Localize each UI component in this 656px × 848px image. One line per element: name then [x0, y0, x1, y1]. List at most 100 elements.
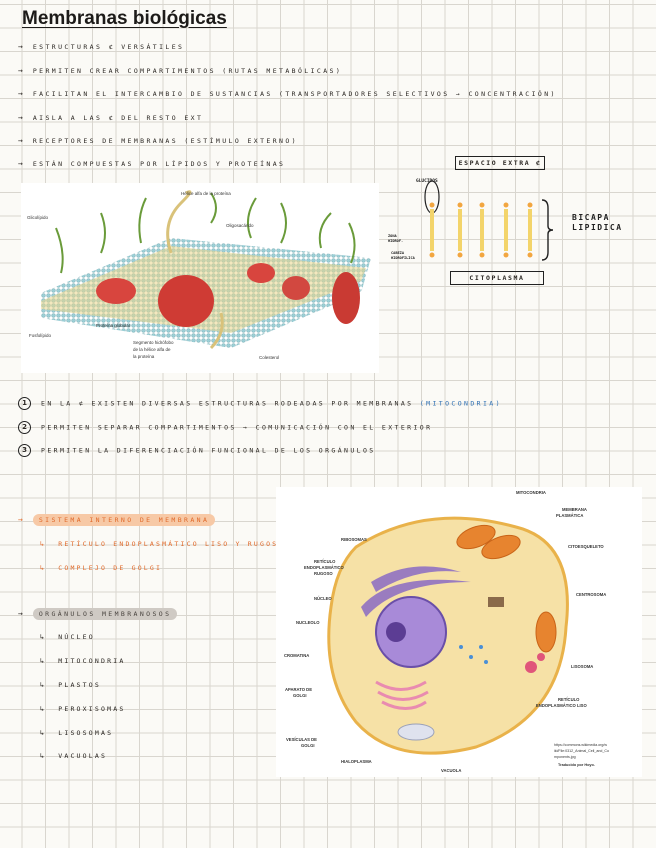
label-oligosaccharide: Oligosacárido: [226, 223, 254, 228]
membrane-illustration: Hélice alfa de la proteína Oligosacárido…: [21, 183, 379, 373]
section-heading-text: orgánulos membranosos: [32, 608, 178, 620]
membrane-drawing: [41, 190, 371, 350]
sketch-bottom-box: CITOPLASMA: [450, 271, 544, 285]
cell-label-nucleolus: NUCLEOLO: [296, 620, 320, 625]
cell-drawing: [327, 516, 569, 755]
cell-illustration: MITOCONDRIA MEMBRANA PLASMÁTICA RIBOSOMA…: [276, 487, 642, 777]
numbered-text: en la ⊄ existen diversas estructuras rod…: [41, 399, 414, 408]
section2-item: ↳ plastos: [40, 681, 101, 689]
cell-label-mitochondria: MITOCONDRIA: [516, 490, 546, 495]
cell-label-vesicles-2: GOLGI: [301, 743, 315, 748]
numbered-text: permiten separar compartimentos → comuni…: [41, 423, 433, 432]
credit-line-3: mponents.jpg: [554, 755, 576, 759]
bilayer-sketch: [424, 180, 554, 261]
cell-label-vacuole: VACUOLA: [441, 768, 462, 773]
sketch-left-3: CABEZA: [391, 251, 404, 255]
numbered-text: permiten la diferenciación funcional de …: [41, 446, 376, 455]
numbered-item: 3 permiten la diferenciación funcional de…: [18, 444, 376, 457]
section2-item: ↳ mitocondria: [40, 657, 125, 665]
branch-icon: ↳: [40, 633, 45, 641]
sketch-left-1: ZONA: [388, 234, 397, 238]
cell-label-lysosome: LISOSOMA: [571, 664, 594, 669]
bullet-text: permiten crear compartimentos (rutas met…: [32, 67, 343, 75]
cell-label-chromatin: CROMATINA: [284, 653, 310, 658]
cell-label-rer-3: RUGOSO: [314, 571, 333, 576]
number-circle: 2: [18, 421, 31, 434]
label-glycolipid: Glicolípido: [27, 215, 49, 220]
sketch-lipidica: LIPIDICA: [572, 223, 623, 232]
numbered-item: 2 permiten separar compartimentos → comun…: [18, 421, 432, 434]
section1-item-text: complejo de golgi: [58, 564, 163, 572]
cell-label-vesicles-1: VESÍCULAS DE: [286, 737, 317, 742]
branch-icon: ↳: [40, 705, 45, 713]
section2-item: ↳ núcleo: [40, 633, 95, 641]
credit-line-1: https://commons.wikimedia.org/w: [554, 743, 607, 747]
cell-label-membrane-1: MEMBRANA: [562, 507, 587, 512]
number-circle: 3: [18, 444, 31, 457]
bullet-text: están compuestas por lípidos y proteínas: [32, 160, 286, 168]
bullet-line: → permiten crear compartimentos (rutas me…: [18, 66, 342, 75]
cell-label-ribosomes: RIBOSOMAS: [341, 537, 367, 542]
label-segment-1: Segmento hidrófobo: [133, 340, 174, 345]
sketch-left-2: HIDROF.: [388, 239, 404, 243]
label-segment-3: la proteína: [133, 354, 155, 359]
cell-label-rer-1: RETÍCULO: [314, 559, 336, 564]
branch-icon: ↳: [40, 564, 45, 572]
arrow-icon: →: [18, 515, 23, 524]
cell-label-membrane-2: PLASMÁTICA: [556, 513, 584, 518]
cell-label-rer-2: ENDOPLASMÁTICO: [304, 565, 344, 570]
section2-item-text: mitocondria: [58, 657, 126, 665]
section2-item-text: peroxisomas: [58, 705, 126, 713]
section-heading-internal-membrane: → sistema interno de membrana: [18, 514, 216, 526]
sketch-left-4: HIDROFILICA: [391, 256, 415, 260]
branch-icon: ↳: [40, 729, 45, 737]
section1-item: ↳ complejo de golgi: [40, 564, 162, 572]
section2-item: ↳ vacuolas: [40, 752, 107, 760]
section2-item-text: núcleo: [58, 633, 95, 641]
section-heading-text: sistema interno de membrana: [32, 514, 216, 526]
sketch-bicapa: BICAPA: [572, 213, 610, 222]
page-title: Membranas biológicas: [22, 8, 227, 29]
arrow-icon: →: [18, 66, 23, 75]
label-phospholipid: Fosfolípido: [29, 333, 52, 338]
numbered-note: (mitocondria): [419, 399, 502, 408]
credit-line-2: iki/File:0312_Animal_Cell_and_Co: [554, 749, 609, 753]
credit-line-4: Traducido por Hoyo.: [558, 763, 595, 767]
label-helix: Hélice alfa de la proteína: [181, 191, 231, 196]
cell-label-hyaloplasm: HIALOPLASMA: [341, 759, 372, 764]
sketch-top-box: ESPACIO EXTRA ⊄: [455, 156, 545, 170]
cell-label-centrosome: CENTROSOMA: [576, 592, 607, 597]
section2-item: ↳ peroxisomas: [40, 705, 125, 713]
branch-icon: ↳: [40, 681, 45, 689]
arrow-icon: →: [18, 42, 23, 51]
cell-label-golgi-1: APARATO DE: [285, 687, 312, 692]
bullet-line: →aisla a las ⊄ del resto ext: [18, 113, 203, 122]
section1-item-text: retículo endoplasmático liso y rugoso: [58, 540, 285, 548]
cell-label-cytoskeleton: CITOESQUELETO: [568, 544, 604, 549]
section2-item-text: plastos: [58, 681, 102, 689]
label-segment-2: de la hélice alfa de: [133, 347, 171, 352]
bullet-line: →receptores de membranas (estímulo exter…: [18, 136, 298, 145]
section1-item: ↳ retículo endoplasmático liso y rugoso: [40, 540, 284, 548]
arrow-icon: →: [18, 136, 23, 145]
bullet-text: estructuras ⊄ versátiles: [32, 43, 185, 51]
branch-icon: ↳: [40, 657, 45, 665]
arrow-icon: →: [18, 159, 23, 168]
section-heading-organelles: → orgánulos membranosos: [18, 608, 178, 620]
sketch-glucid-label: GLUCIDOS: [416, 179, 438, 184]
bullet-line: → están compuestas por lípidos y proteína…: [18, 159, 285, 168]
label-globular-protein: Proteína globular: [96, 323, 131, 328]
branch-icon: ↳: [40, 540, 45, 548]
branch-icon: ↳: [40, 752, 45, 760]
bullet-text: aisla a las ⊄ del resto ext: [32, 114, 204, 122]
cell-label-golgi-2: GOLGI: [293, 693, 307, 698]
cell-label-ser-1: RETÍCULO: [558, 697, 580, 702]
section2-item: ↳ lisosomas: [40, 729, 113, 737]
label-cholesterol: Colesterol: [259, 355, 280, 360]
arrow-icon: →: [18, 609, 23, 618]
cell-label-ser-2: ENDOPLASMÁTICO LISO: [536, 703, 587, 708]
numbered-item: 1en la ⊄ existen diversas estructuras ro…: [18, 397, 502, 410]
section2-item-text: vacuolas: [58, 752, 108, 760]
bullet-text: facilitan el intercambio de sustancias (…: [32, 90, 557, 98]
section2-item-text: lisosomas: [58, 729, 114, 737]
